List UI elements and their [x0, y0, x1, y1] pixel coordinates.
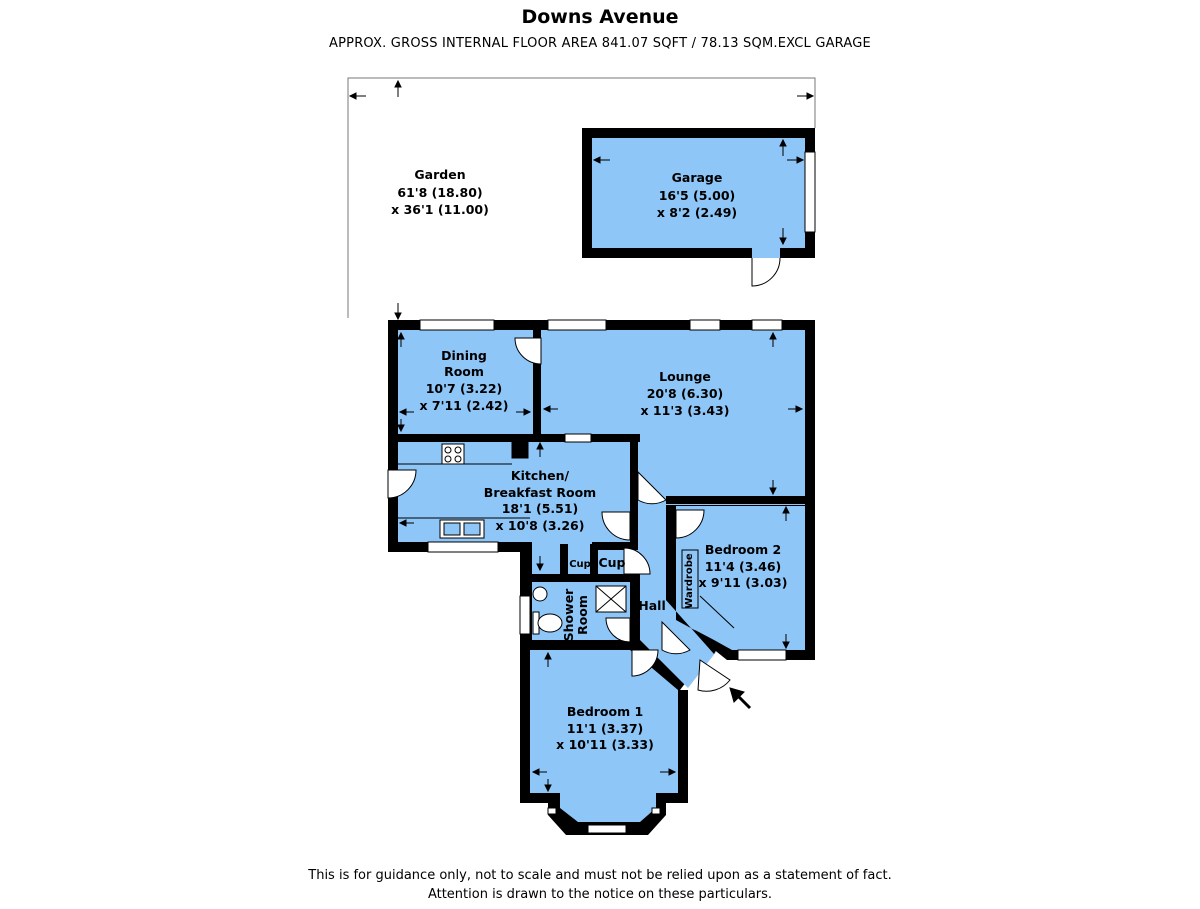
dining-window	[419, 319, 495, 331]
shower-room-name-1: Shower	[561, 588, 576, 642]
garage-name: Garage	[672, 170, 723, 185]
disclaimer-line-1: This is for guidance only, not to scale …	[308, 868, 892, 883]
floor-area-subtitle: APPROX. GROSS INTERNAL FLOOR AREA 841.07…	[329, 36, 871, 51]
lounge-window-left	[547, 319, 607, 331]
garage	[582, 128, 816, 287]
kitchen-window-bottom	[427, 541, 499, 553]
bedroom1-floor	[530, 650, 678, 822]
bay-window-left	[547, 807, 557, 815]
bedroom2-dimension-1: 11'4 (3.46)	[705, 559, 782, 574]
boiler	[511, 441, 529, 459]
wash-basin	[532, 586, 548, 602]
hall-inner-door	[661, 620, 691, 655]
bedroom2-window	[737, 649, 787, 661]
doors	[387, 337, 731, 692]
front-door	[697, 659, 731, 692]
garden-dimension-2: x 36'1 (11.00)	[391, 202, 489, 217]
lounge-dimension-1: 20'8 (6.30)	[647, 386, 724, 401]
bedroom2-door	[675, 509, 705, 539]
cupboard-small-label: Cup	[569, 559, 591, 570]
dining-room-floor	[398, 330, 533, 434]
disclaimer: This is for guidance only, not to scale …	[0, 866, 1200, 904]
bedroom2-name: Bedroom 2	[705, 542, 781, 557]
kitchen-dimension-1: 18'1 (5.51)	[502, 501, 579, 516]
disclaimer-line-2: Attention is drawn to the notice on thes…	[427, 887, 773, 902]
kitchen-hall-door	[601, 511, 631, 541]
hall-name: Hall	[638, 598, 665, 613]
kitchen-window-top	[564, 433, 592, 443]
garden-name: Garden	[414, 167, 465, 182]
shower-room-name-2: Room	[575, 595, 590, 635]
windows	[419, 319, 787, 834]
internal-walls	[388, 330, 815, 654]
bedroom1-dimension-2: x 10'11 (3.33)	[556, 737, 654, 752]
lounge-window-far-right	[751, 319, 783, 331]
shower-window	[519, 595, 531, 635]
garage-dimension-1: 16'5 (5.00)	[659, 188, 736, 203]
shower-door	[605, 617, 631, 643]
bedroom2-dimension-2: x 9'11 (3.03)	[699, 575, 788, 590]
kitchen-side-door	[387, 469, 417, 499]
dimension-arrows	[397, 331, 804, 793]
garage-dimension-arrows	[592, 138, 805, 246]
dining-dimension-1: 10'7 (3.22)	[426, 381, 503, 396]
cupboard-door	[623, 547, 651, 575]
cupboard-small-floor	[568, 552, 590, 574]
lounge-name: Lounge	[659, 369, 711, 384]
fixtures	[398, 441, 735, 635]
bedroom2-floor	[676, 506, 805, 650]
wardrobe-unit	[681, 549, 699, 609]
lounge-window-right	[689, 319, 721, 331]
kitchen-dimension-2: x 10'8 (3.26)	[496, 518, 585, 533]
bedroom1-door	[631, 649, 659, 677]
wardrobe-label: Wardrobe	[684, 553, 695, 608]
kitchen-name-1: Kitchen/	[511, 468, 570, 483]
page-title: Downs Avenue	[521, 6, 679, 28]
dining-name-2: Room	[444, 364, 484, 379]
cupboard-large-label: Cup	[598, 555, 625, 570]
garage-dimension-2: x 8'2 (2.49)	[657, 205, 737, 220]
lounge-dimension-2: x 11'3 (3.43)	[641, 403, 730, 418]
bedroom1-dimension-1: 11'1 (3.37)	[567, 721, 644, 736]
dining-name-1: Dining	[441, 348, 487, 363]
hall-lounge-door	[637, 470, 667, 505]
toilet-bowl	[537, 613, 563, 633]
kitchen-floor	[398, 442, 630, 542]
entrance-arrow-icon	[729, 687, 752, 710]
kitchen-name-2: Breakfast Room	[484, 485, 596, 500]
dining-dimension-2: x 7'11 (2.42)	[420, 398, 509, 413]
bay-window-mid	[587, 824, 627, 834]
garden-outline	[347, 77, 816, 318]
garden-dimension-arrows	[348, 79, 815, 321]
bedroom1-name: Bedroom 1	[567, 704, 643, 719]
bay-window-right	[651, 807, 661, 815]
lounge-door	[514, 337, 542, 365]
garden-dimension-1: 61'8 (18.80)	[397, 185, 482, 200]
